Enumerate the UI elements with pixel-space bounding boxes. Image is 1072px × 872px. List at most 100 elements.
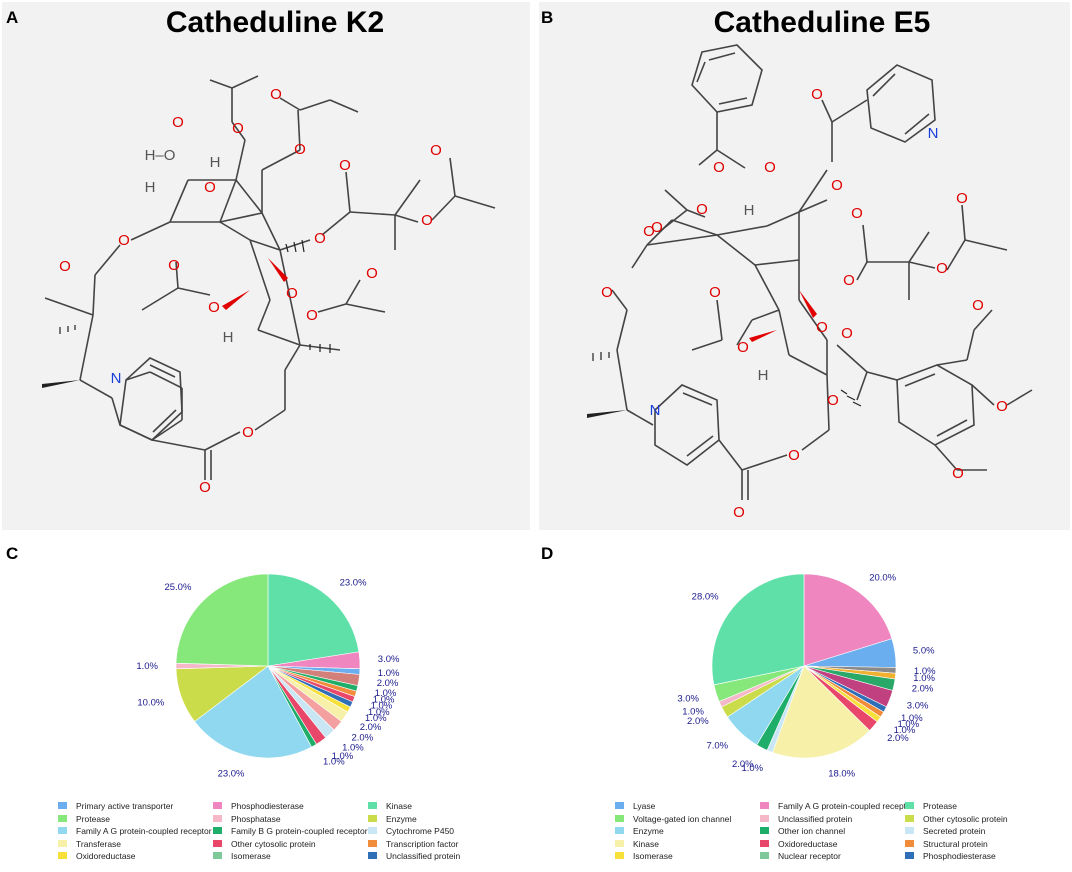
- pie-slice-label: 1.0%: [894, 725, 916, 736]
- atom-o: O: [118, 232, 130, 249]
- pie-slice-label: 23.0%: [340, 578, 367, 589]
- atom-o: O: [270, 86, 282, 103]
- legend-c: Primary active transporter Phosphodiester…: [58, 800, 528, 870]
- legend-item: Nuclear receptor: [760, 850, 841, 862]
- atom-o: O: [168, 257, 180, 274]
- legend-item: Other cytosolic protein: [213, 838, 316, 850]
- atom-o: O: [59, 258, 71, 275]
- panel-title-a: Catheduline K2: [165, 6, 385, 39]
- pie-slice-label: 5.0%: [913, 645, 935, 656]
- atom-ho: H–O: [145, 147, 176, 164]
- panel-label-a: A: [6, 8, 19, 27]
- pie-slice-label: 2.0%: [352, 733, 374, 744]
- legend-label: Primary active transporter: [76, 801, 174, 811]
- atom-o: O: [831, 177, 843, 194]
- legend-item: Unclassified protein: [760, 813, 852, 825]
- legend-item: Family B G protein-coupled receptor: [213, 825, 368, 837]
- atom-o: O: [286, 285, 298, 302]
- atom-o: O: [651, 219, 663, 236]
- legend-label: Other cytosolic protein: [231, 838, 316, 849]
- legend-label: Phosphatase: [231, 813, 281, 824]
- legend-item: Lyase: [615, 800, 655, 812]
- atom-o: O: [737, 339, 749, 356]
- atom-o: O: [996, 398, 1008, 415]
- pie-slice-label: 1.0%: [342, 742, 364, 753]
- pie-slice-label: 1.0%: [914, 666, 936, 677]
- atom-o: O: [339, 157, 351, 174]
- legend-label: Family A G protein-coupled receptor: [778, 801, 914, 811]
- legend-label: Transferase: [76, 838, 122, 849]
- panel-b: B Catheduline E5: [537, 0, 1072, 532]
- pie-slice-label: 1.0%: [898, 719, 920, 730]
- legend-swatch: [760, 827, 769, 835]
- legend-label: Protease: [76, 813, 111, 824]
- legend-label: Transcription factor: [386, 838, 459, 849]
- panel-a: A Catheduline K2: [0, 0, 532, 532]
- legend-swatch: [58, 852, 67, 860]
- legend-swatch: [213, 802, 222, 810]
- legend-swatch: [58, 814, 67, 822]
- legend-item: Kinase: [615, 838, 659, 850]
- legend-label: Isomerase: [633, 851, 673, 861]
- pie-chart-c: 23.0%3.0%1.0%2.0%1.0%1.0%1.0%1.0%1.0%2.0…: [136, 573, 400, 780]
- legend-label: Structural protein: [923, 838, 988, 849]
- pie-slice-label: 1.0%: [913, 673, 935, 684]
- atom-o: O: [841, 325, 853, 342]
- legend-label: Secreted protein: [923, 826, 986, 836]
- legend-swatch: [615, 839, 624, 847]
- pie-slice-label: 3.0%: [907, 700, 929, 711]
- structure-catheduline-e5: O O O O N O O O O O O O O O O O O O O O …: [587, 44, 1033, 521]
- legend-swatch: [58, 827, 67, 835]
- atom-o: O: [956, 190, 968, 207]
- legend-swatch: [58, 839, 67, 847]
- pie-slice-label: 1.0%: [378, 668, 400, 679]
- legend-item: Secreted protein: [905, 825, 985, 837]
- legend-item: Other cytosolic protein: [905, 813, 1008, 825]
- atom-o: O: [208, 299, 220, 316]
- legend-swatch: [213, 839, 222, 847]
- atom-o: O: [972, 297, 984, 314]
- atom-o: O: [314, 230, 326, 247]
- atom-o: O: [816, 319, 828, 336]
- atom-h: H: [145, 179, 156, 196]
- legend-label: Oxidoreductase: [778, 838, 838, 849]
- legend-swatch: [615, 827, 624, 835]
- pie-chart-d: 20.0%5.0%1.0%1.0%2.0%3.0%1.0%1.0%1.0%2.0…: [677, 572, 936, 779]
- legend-swatch: [368, 839, 377, 847]
- panel-label-b: B: [541, 8, 554, 27]
- atom-o: O: [811, 86, 823, 103]
- legend-label: Protease: [923, 801, 958, 811]
- atom-o: O: [788, 447, 800, 464]
- legend-item: Protease: [58, 813, 110, 825]
- pie-slice-label: 1.0%: [365, 713, 387, 724]
- pie-slice: [194, 665, 312, 759]
- legend-label: Oxidoreductase: [76, 851, 136, 861]
- pie-slice: [711, 573, 805, 686]
- legend-swatch: [905, 814, 914, 822]
- pie-slice-label: 10.0%: [137, 698, 164, 709]
- structure-background-b: [539, 2, 1070, 530]
- pie-slice-label: 2.0%: [360, 722, 382, 733]
- legend-item: Phosphodiesterase: [213, 800, 304, 812]
- atom-o: O: [294, 141, 306, 158]
- atom-o: O: [430, 142, 442, 159]
- panel-c: C 23.0%3.0%1.0%2.0%1.0%1.0%1.0%1.0%1.0%2…: [0, 536, 532, 872]
- atom-o: O: [306, 307, 318, 324]
- pie-slice-label: 7.0%: [706, 741, 728, 752]
- legend-swatch: [368, 852, 377, 860]
- atom-o: O: [713, 159, 725, 176]
- legend-swatch: [213, 814, 222, 822]
- pie-slice-label: 2.0%: [687, 716, 709, 727]
- legend-label: Nuclear receptor: [778, 851, 841, 861]
- pie-slice-label: 1.0%: [901, 713, 923, 724]
- legend-swatch: [368, 802, 377, 810]
- pie-slice-label: 1.0%: [332, 751, 354, 762]
- pie-slice-label: 20.0%: [869, 572, 896, 583]
- pyridine-ring-b: [654, 384, 720, 466]
- legend-swatch: [760, 839, 769, 847]
- legend-label: Family A G protein-coupled receptor: [76, 826, 212, 836]
- pie-slice: [772, 665, 870, 759]
- legend-swatch: [213, 827, 222, 835]
- pie-slice-label: 2.0%: [377, 678, 399, 689]
- pie-slice-label: 28.0%: [692, 592, 719, 603]
